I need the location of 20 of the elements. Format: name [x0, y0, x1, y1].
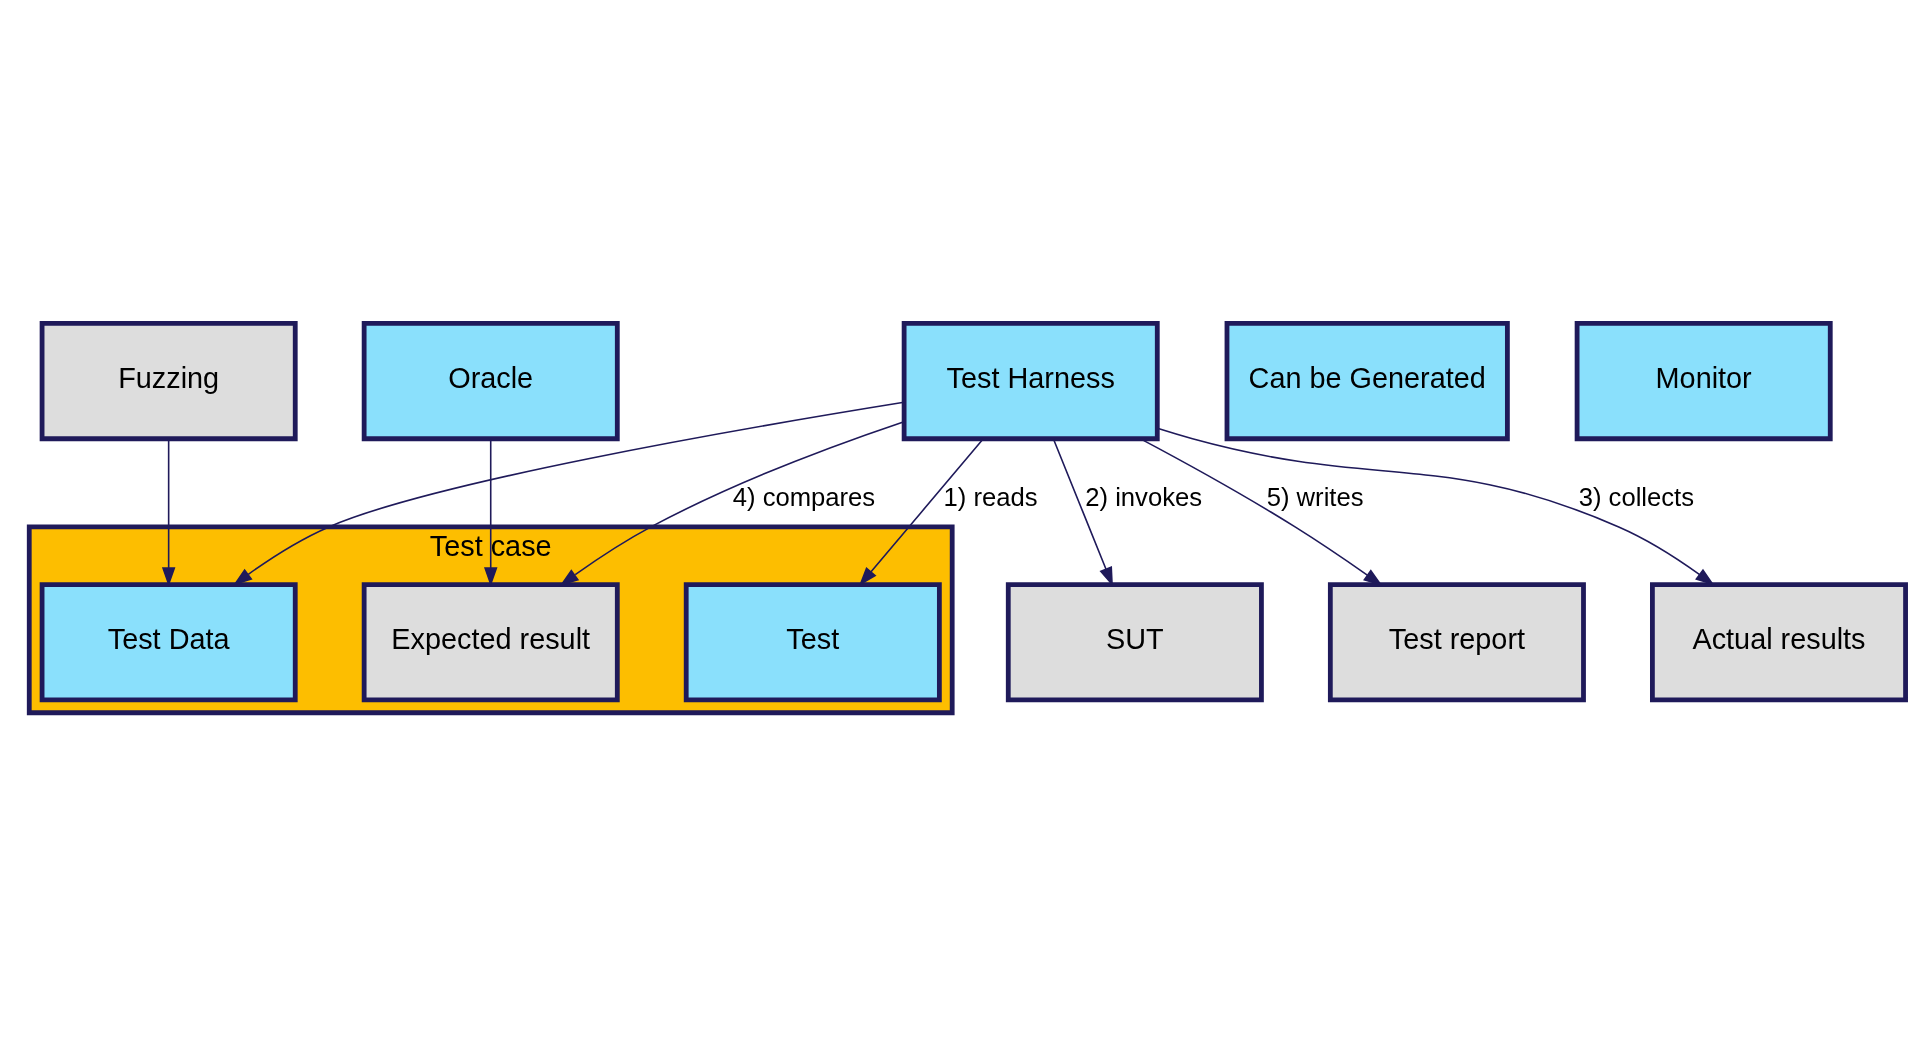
- edge-label: 5) writes: [1266, 482, 1364, 511]
- node-box: Monitor: [1574, 321, 1833, 442]
- arrow: [559, 420, 905, 586]
- node-box: Can be Generated: [1224, 321, 1510, 442]
- arrow: [233, 401, 905, 586]
- node-box: Oracle: [361, 321, 620, 442]
- node-box: Fuzzing: [39, 321, 298, 442]
- node-box: Test report: [1327, 582, 1586, 703]
- node-box: Expected result: [361, 582, 620, 703]
- arrow: [1156, 427, 1715, 586]
- edge-label: 1) reads: [943, 482, 1038, 511]
- edge-label: 2) invokes: [1085, 482, 1203, 511]
- node-box: Test: [683, 582, 942, 703]
- edge-label: 3) collects: [1578, 482, 1695, 511]
- edge-label: 4) compares: [732, 482, 876, 511]
- arrow: [1140, 438, 1383, 586]
- node-box: Test Harness: [901, 321, 1160, 442]
- node-box: Actual results: [1650, 582, 1908, 703]
- node-box: SUT: [1005, 582, 1264, 703]
- node-box: Test Data: [39, 582, 298, 703]
